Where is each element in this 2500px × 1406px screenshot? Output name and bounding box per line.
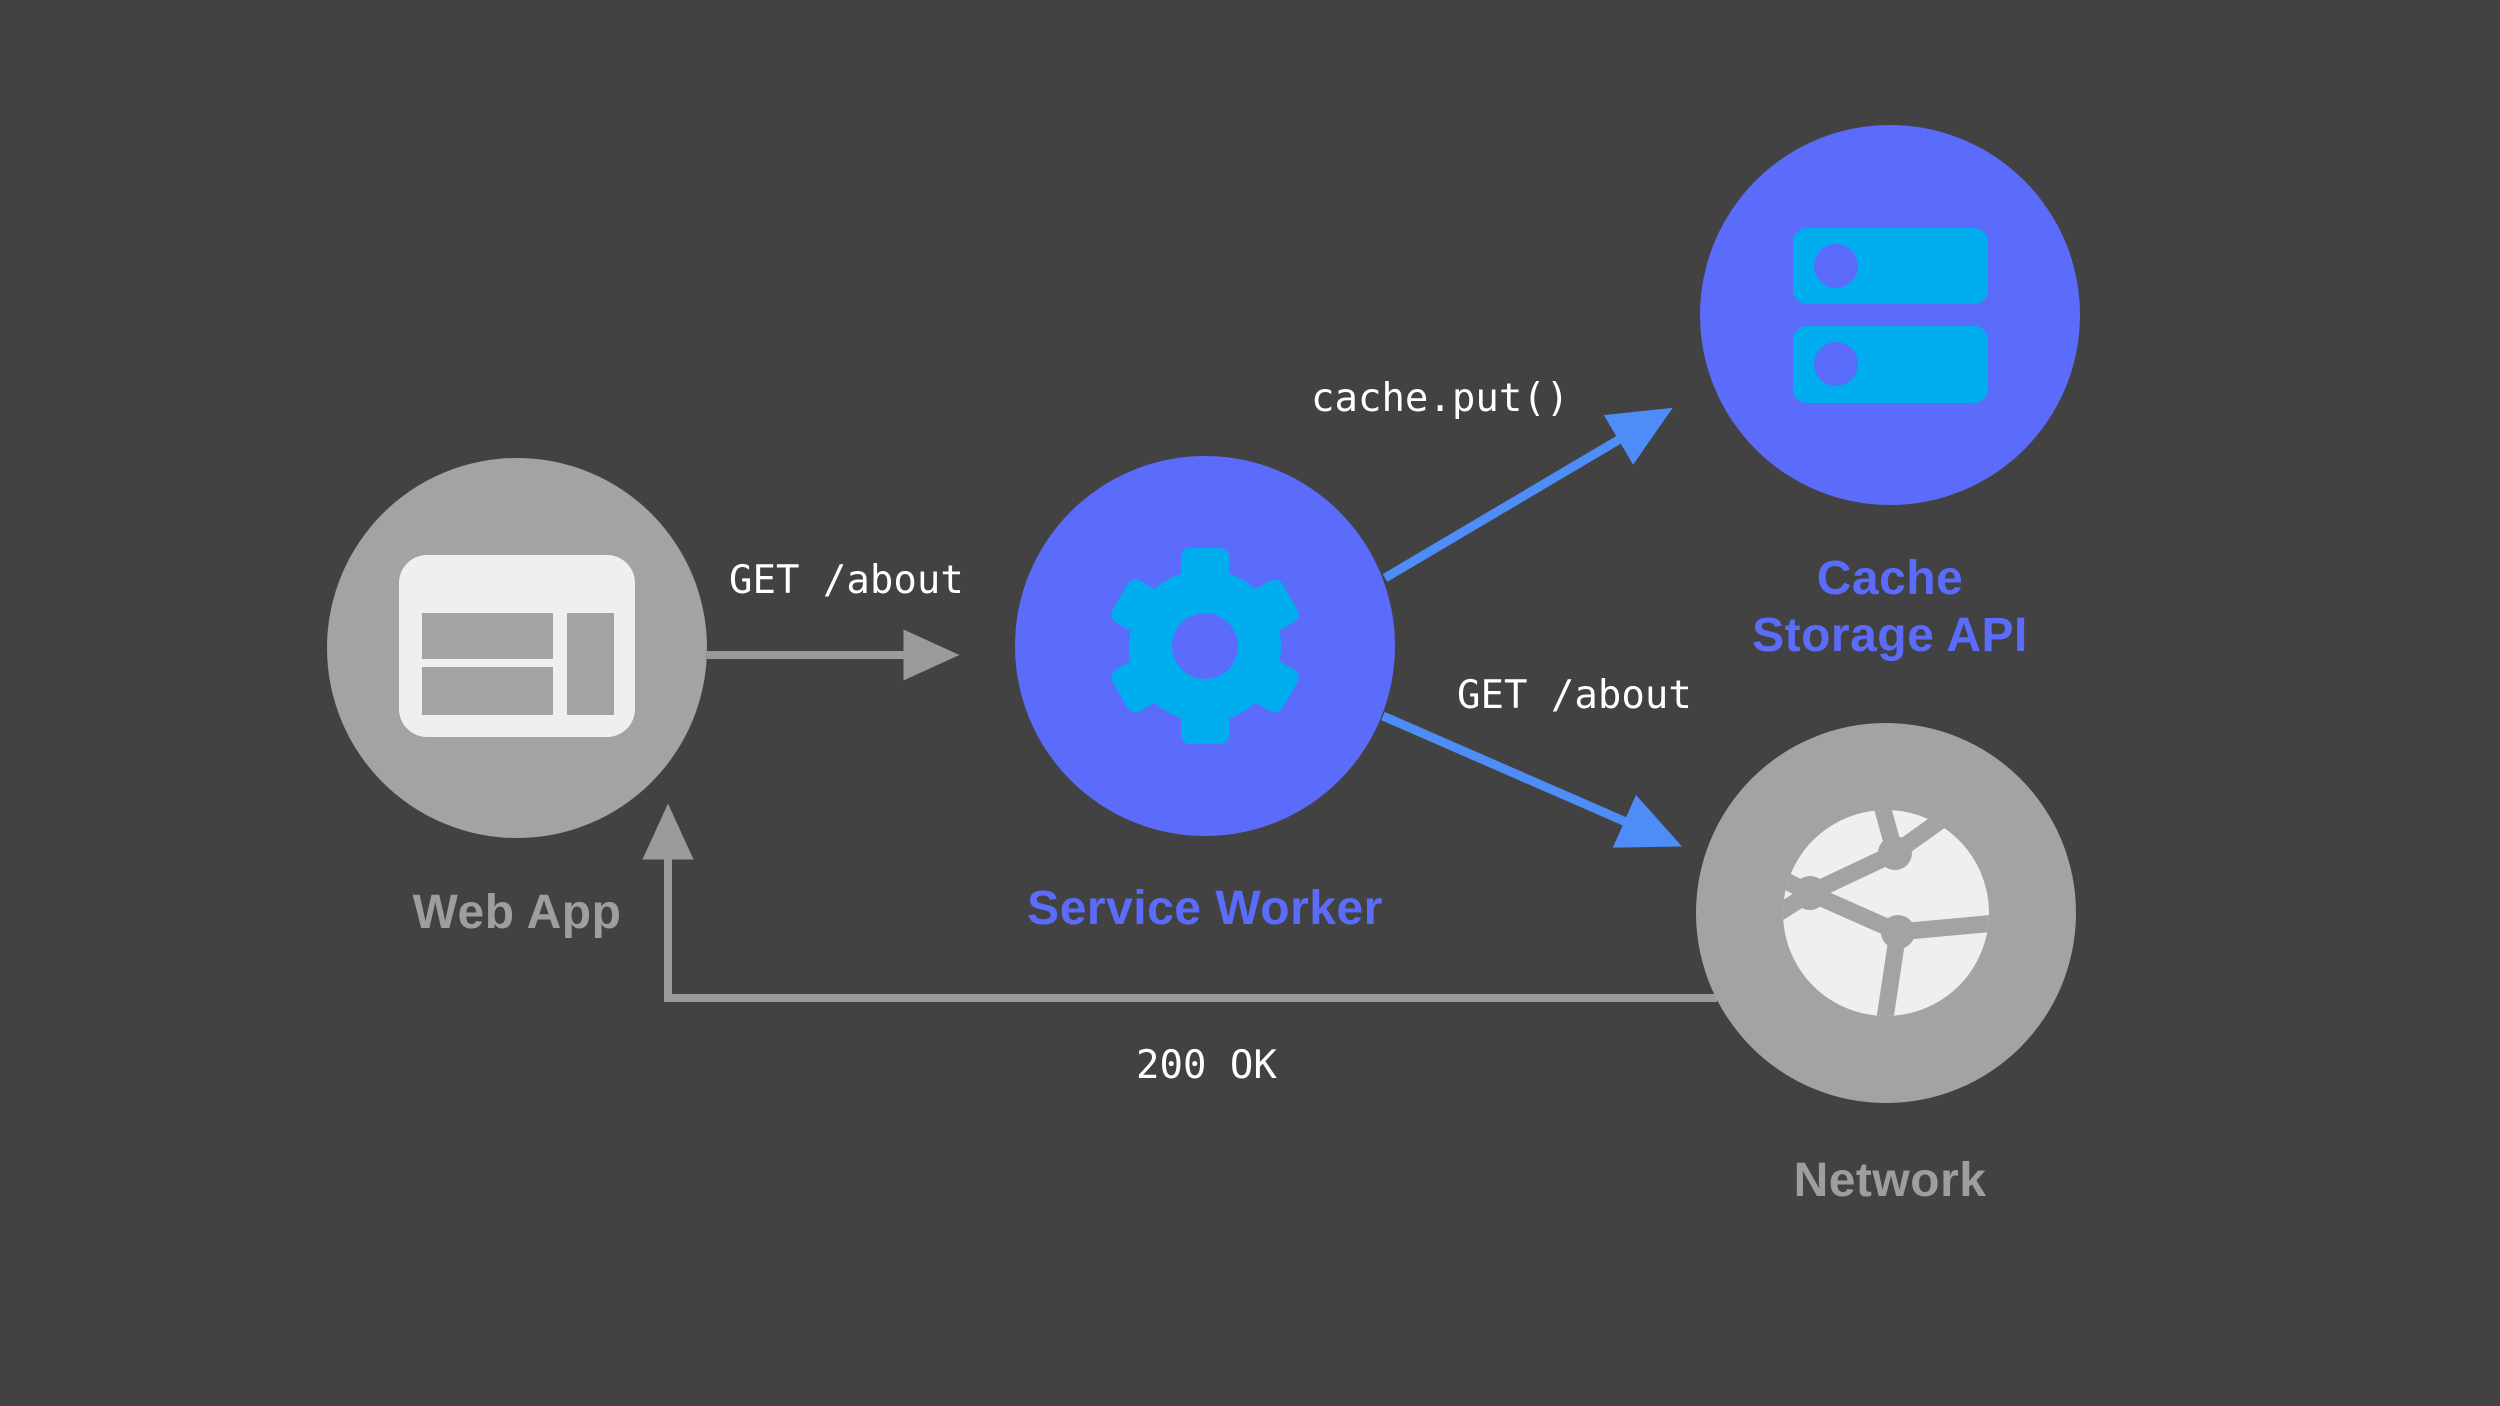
cache-storage-api-node (1700, 125, 2080, 505)
network-label: Network (1793, 1154, 1987, 1207)
network-node (1696, 723, 2076, 1103)
cache-storage-api-label: Cache Storage API (1752, 550, 2028, 664)
globe-network-icon (1783, 810, 1989, 1016)
cache-put-label: cache.put() (1311, 376, 1570, 421)
cache-label-line-2: Storage API (1752, 609, 2028, 662)
service-worker-label: Service Worker (1027, 882, 1383, 935)
response-arrow (642, 803, 1717, 1002)
gear-icon (1111, 548, 1299, 744)
response-label: 200 OK (1136, 1043, 1277, 1088)
service-worker-node (1015, 456, 1395, 836)
network-fetch-arrow (1381, 711, 1683, 848)
network-fetch-label: GET /about (1457, 673, 1692, 718)
web-app-node (327, 458, 707, 838)
cache-put-arrow (1382, 407, 1673, 582)
browser-window-icon (399, 555, 635, 737)
server-stack-icon (1792, 227, 1988, 403)
cache-label-line-1: Cache (1816, 552, 1964, 605)
request-label: GET /about (729, 558, 964, 603)
web-app-label: Web App (412, 886, 622, 939)
